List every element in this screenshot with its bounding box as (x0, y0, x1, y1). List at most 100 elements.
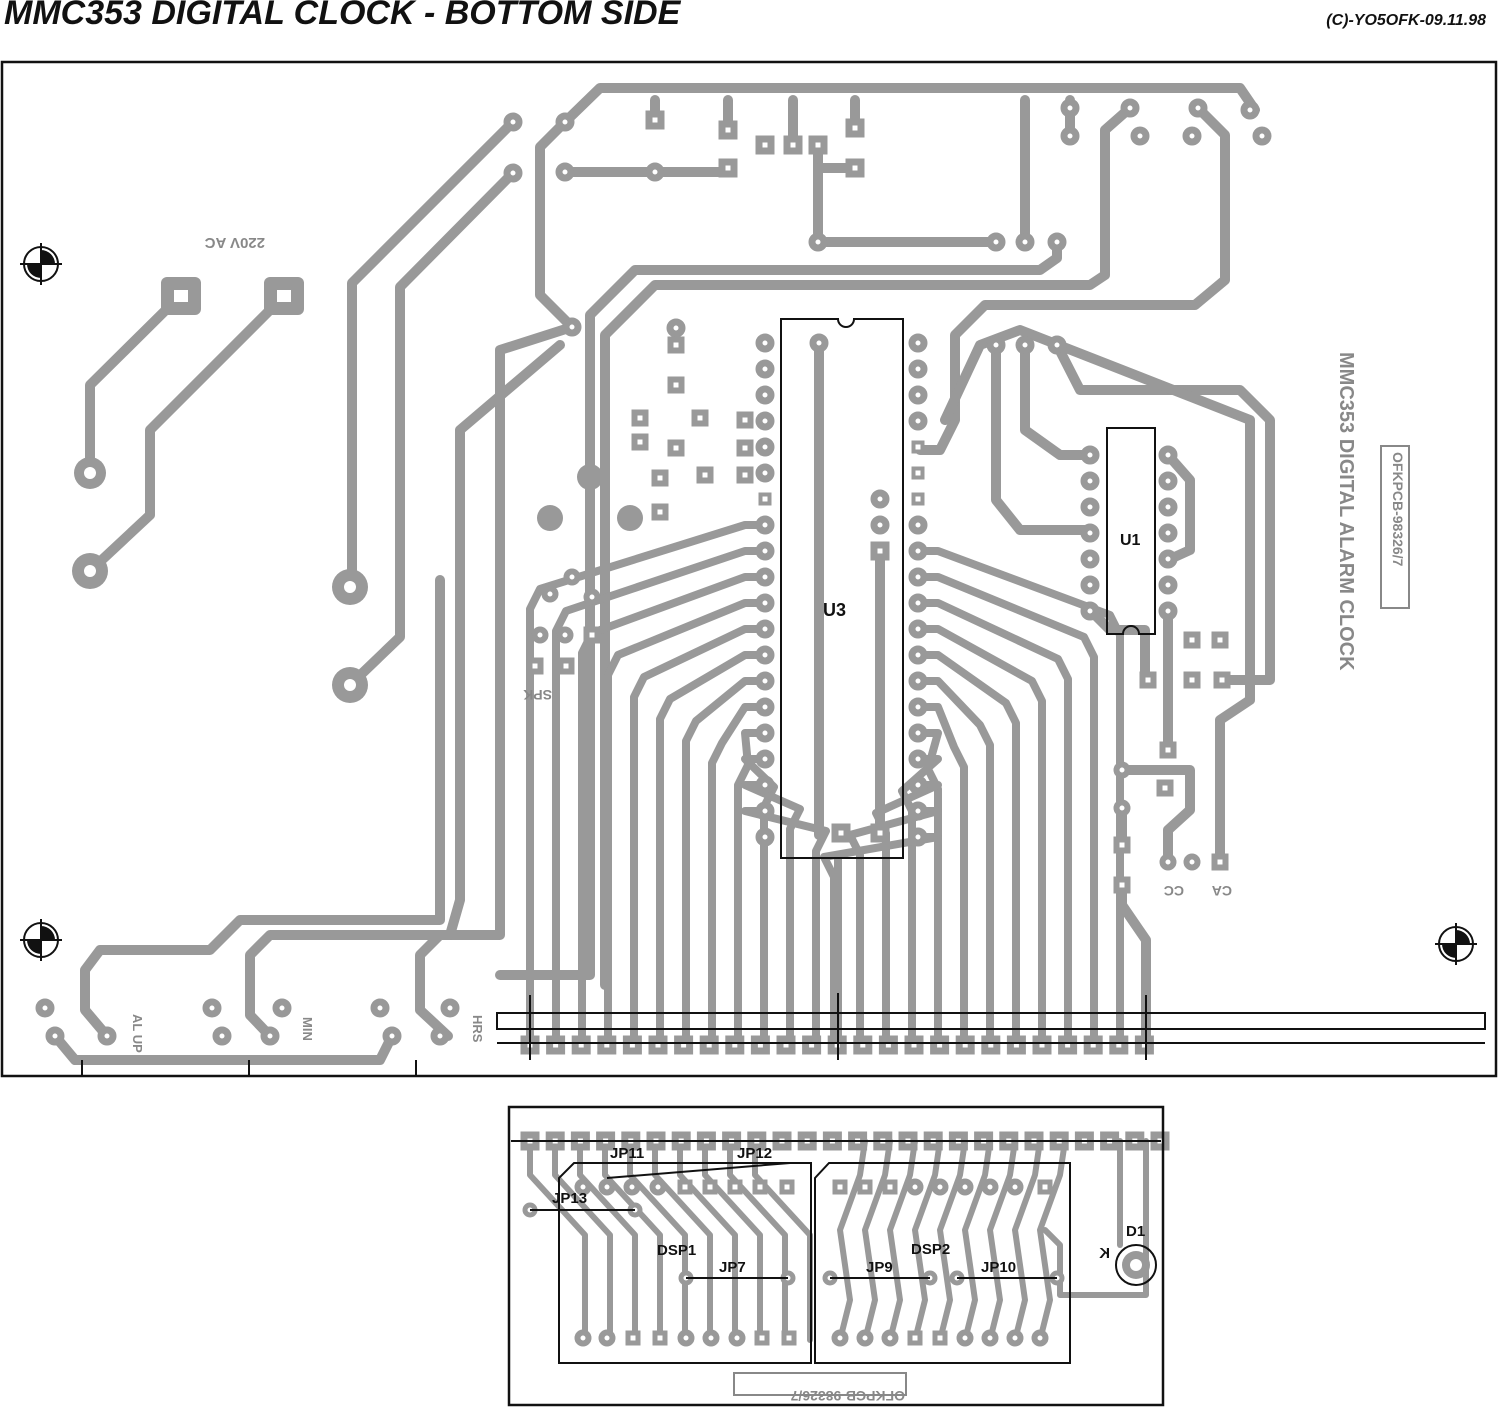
copper-trace (1052, 340, 1275, 685)
pad-hole (914, 677, 922, 685)
power-label: 220V AC (205, 234, 265, 251)
u3-label: U3 (823, 600, 846, 620)
pad-hole (914, 495, 922, 503)
copper-trace (526, 521, 769, 1049)
copper-trace (987, 1138, 1018, 1343)
copper-trace (345, 168, 518, 690)
copper-trace (85, 291, 289, 576)
u3-chip-outline (780, 318, 904, 859)
pad-hole (706, 1183, 714, 1191)
pad-hole (561, 168, 569, 176)
pad-hole (446, 1004, 454, 1012)
pad-hole (1194, 104, 1202, 112)
pad-hole (961, 1183, 969, 1191)
pad-hole (51, 1032, 59, 1040)
pad-hole (266, 1032, 274, 1040)
pad-hole (733, 1334, 741, 1342)
pad-hole (886, 1183, 894, 1191)
pad-hole (672, 324, 680, 332)
pad-hole (914, 625, 922, 633)
copper-trace (862, 1138, 893, 1343)
capacitor-pads (537, 464, 643, 531)
pad-hole (837, 829, 845, 837)
pad-hole (1011, 1183, 1019, 1191)
copper-trace (991, 340, 1095, 535)
copper-trace (837, 1138, 868, 1343)
pad-hole (218, 1032, 226, 1040)
pad-hole (1086, 503, 1094, 511)
pad-hole (1053, 341, 1061, 349)
pad-hole (278, 1004, 286, 1012)
pad-hole (531, 662, 539, 670)
pad-hole (1041, 1183, 1049, 1191)
jp7-label: JP7 (719, 1259, 746, 1276)
pad-hole (815, 339, 823, 347)
pad-hole (1164, 746, 1172, 754)
pad-hole (741, 444, 749, 452)
page-title: MMC353 DIGITAL CLOCK - BOTTOM SIDE (4, 0, 681, 32)
copper-trace (741, 755, 778, 1049)
pad-hole (1216, 858, 1224, 866)
al-up-label: AL UP (130, 1014, 145, 1053)
pad-hole (651, 116, 659, 124)
copper-trace (914, 573, 1098, 1049)
pad-hole (1086, 555, 1094, 563)
pad-hole (1136, 132, 1144, 140)
pad-hole (876, 495, 884, 503)
copper-trace (962, 1138, 993, 1343)
pad-hole (536, 631, 544, 639)
pad-hole (562, 662, 570, 670)
pad-hole (914, 573, 922, 581)
copper-trace (1117, 880, 1151, 1050)
pad-hole (561, 118, 569, 126)
copper-trace (560, 83, 1260, 127)
pad-hole (914, 443, 922, 451)
jp10-label: JP10 (981, 1259, 1016, 1276)
pad-hole (851, 124, 859, 132)
copper-trace (50, 1031, 397, 1065)
pad-hole (1118, 766, 1126, 774)
copper-trace (1163, 450, 1195, 565)
pad-hole (1011, 1334, 1019, 1342)
pad-hole (914, 599, 922, 607)
pad-hole (1086, 477, 1094, 485)
pad-hole (851, 164, 859, 172)
pad-hole (876, 547, 884, 555)
pad-hole (656, 1334, 664, 1342)
pad-hole (1164, 858, 1172, 866)
pad-hole (1188, 636, 1196, 644)
copper-trace (727, 1138, 788, 1343)
pad-hole (436, 1032, 444, 1040)
ca-label: CA (1212, 883, 1232, 899)
cc-label: CC (1164, 883, 1184, 899)
pad-hole (914, 547, 922, 555)
pad-hole (1086, 529, 1094, 537)
pad-hole (1164, 607, 1172, 615)
pad-hole (1144, 676, 1152, 684)
pad-hole (628, 1183, 636, 1191)
pad-hole (761, 417, 769, 425)
pad-hole (761, 677, 769, 685)
pad-hole (1164, 477, 1172, 485)
pad-hole (756, 1183, 764, 1191)
board-code-label: OFKPCB-98326/7 (1390, 452, 1406, 567)
pad-hole (785, 1334, 793, 1342)
speaker-label: SPK (523, 687, 552, 703)
pad-hole (761, 729, 769, 737)
power-pads (72, 277, 368, 703)
copper-trace (245, 340, 565, 1041)
copper-trace (80, 575, 445, 1041)
pad-hole (724, 126, 732, 134)
registration-mark-left-bottom (20, 919, 62, 961)
pad-hole (914, 755, 922, 763)
jp9-label: JP9 (866, 1259, 893, 1276)
pad-hole (914, 781, 922, 789)
pad-hole (1164, 451, 1172, 459)
pad-hole (579, 1334, 587, 1342)
pad-hole (986, 1334, 994, 1342)
pad-hole (1021, 238, 1029, 246)
pad-hole (568, 323, 576, 331)
pad-hole (388, 1032, 396, 1040)
u1-chip-outline (1106, 427, 1156, 635)
